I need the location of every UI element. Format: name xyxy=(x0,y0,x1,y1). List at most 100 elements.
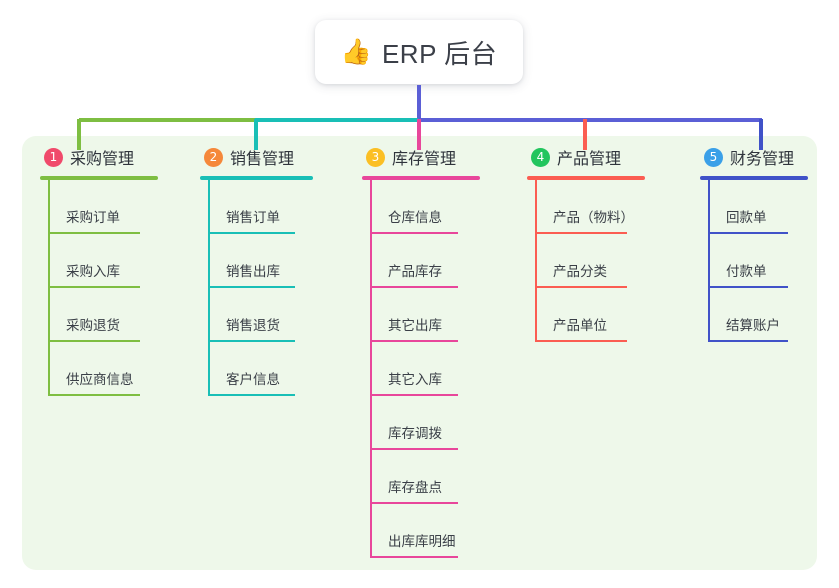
leaf-node[interactable]: 库存盘点 xyxy=(362,450,480,504)
leaf-node[interactable]: 销售订单 xyxy=(200,180,313,234)
leaf-node-rule xyxy=(370,394,458,396)
leaf-node-rule xyxy=(48,340,140,342)
column-3: 3 库存管理仓库信息产品库存其它出库其它入库库存调拨库存盘点出库库明细 xyxy=(362,144,480,558)
column-badge-5: 5 xyxy=(704,147,723,167)
leaf-node[interactable]: 产品库存 xyxy=(362,234,480,288)
column-header-rule-3 xyxy=(362,176,480,180)
column-header-5[interactable]: 5 财务管理 xyxy=(700,144,808,170)
column-header-rule-1 xyxy=(40,176,158,180)
leaf-node-rule xyxy=(48,286,140,288)
column-title-4: 产品管理 xyxy=(557,151,622,168)
leaf-node-rule xyxy=(370,556,458,558)
column-stem-1 xyxy=(48,180,50,396)
column-header-rule-2 xyxy=(200,176,313,180)
column-header-4[interactable]: 4 产品管理 xyxy=(527,144,645,170)
leaf-node-label: 客户信息 xyxy=(226,372,280,387)
leaf-node-rule xyxy=(370,232,458,234)
leaf-node[interactable]: 采购入库 xyxy=(40,234,158,288)
leaf-node-label: 供应商信息 xyxy=(66,372,134,387)
root-node-label: ERP 后台 xyxy=(381,38,498,69)
root-node-erp-backend[interactable]: 👍 ERP 后台 xyxy=(315,20,523,84)
leaf-node-label: 采购入库 xyxy=(66,264,120,279)
leaf-node[interactable]: 库存调拨 xyxy=(362,396,480,450)
leaf-node[interactable]: 付款单 xyxy=(700,234,808,288)
leaf-node-rule xyxy=(535,340,627,342)
leaf-node-label: 仓库信息 xyxy=(388,210,442,225)
leaf-node-label: 库存盘点 xyxy=(388,480,442,495)
column-header-rule-5 xyxy=(700,176,808,180)
column-2: 2 销售管理销售订单销售出库销售退货客户信息 xyxy=(200,144,313,396)
leaf-node-label: 其它入库 xyxy=(388,372,442,387)
leaf-node[interactable]: 仓库信息 xyxy=(362,180,480,234)
leaf-node-rule xyxy=(370,502,458,504)
leaf-node[interactable]: 出库库明细 xyxy=(362,504,480,558)
leaf-node-rule xyxy=(208,394,295,396)
leaf-node-label: 销售订单 xyxy=(226,210,280,225)
leaf-node-label: 产品单位 xyxy=(553,318,607,333)
leaf-node-label: 其它出库 xyxy=(388,318,442,333)
column-items-1: 采购订单采购入库采购退货供应商信息 xyxy=(40,180,158,396)
leaf-node-rule xyxy=(708,340,788,342)
leaf-node-label: 产品库存 xyxy=(388,264,442,279)
diagram-background-panel xyxy=(22,136,817,570)
leaf-node[interactable]: 其它出库 xyxy=(362,288,480,342)
column-header-rule-4 xyxy=(527,176,645,180)
column-items-5: 回款单付款单结算账户 xyxy=(700,180,808,342)
leaf-node-label: 产品（物料） xyxy=(553,210,634,225)
column-badge-1: 1 xyxy=(44,147,63,167)
leaf-node[interactable]: 回款单 xyxy=(700,180,808,234)
leaf-node[interactable]: 结算账户 xyxy=(700,288,808,342)
thumbs-up-icon: 👍 xyxy=(340,37,372,66)
column-stem-2 xyxy=(208,180,210,396)
leaf-node[interactable]: 销售出库 xyxy=(200,234,313,288)
column-stem-4 xyxy=(535,180,537,342)
leaf-node-rule xyxy=(208,286,295,288)
leaf-node-rule xyxy=(708,232,788,234)
leaf-node-rule xyxy=(208,340,295,342)
leaf-node-label: 销售退货 xyxy=(226,318,280,333)
leaf-node-label: 采购订单 xyxy=(66,210,120,225)
leaf-node-rule xyxy=(48,232,140,234)
column-title-5: 财务管理 xyxy=(730,151,795,168)
leaf-node-rule xyxy=(370,340,458,342)
leaf-node-label: 库存调拨 xyxy=(388,426,442,441)
leaf-node[interactable]: 产品（物料） xyxy=(527,180,645,234)
leaf-node-label: 销售出库 xyxy=(226,264,280,279)
column-items-3: 仓库信息产品库存其它出库其它入库库存调拨库存盘点出库库明细 xyxy=(362,180,480,558)
leaf-node-rule xyxy=(370,286,458,288)
leaf-node[interactable]: 供应商信息 xyxy=(40,342,158,396)
leaf-node-label: 产品分类 xyxy=(553,264,607,279)
column-header-2[interactable]: 2 销售管理 xyxy=(200,144,313,170)
leaf-node-label: 结算账户 xyxy=(726,318,780,333)
column-items-4: 产品（物料） 产品分类产品单位 xyxy=(527,180,645,342)
column-badge-2: 2 xyxy=(204,147,223,167)
leaf-node-rule xyxy=(535,286,627,288)
leaf-node[interactable]: 采购退货 xyxy=(40,288,158,342)
leaf-node-label: 采购退货 xyxy=(66,318,120,333)
column-title-2: 销售管理 xyxy=(230,151,295,168)
column-5: 5 财务管理回款单付款单结算账户 xyxy=(700,144,808,342)
column-title-3: 库存管理 xyxy=(392,151,457,168)
leaf-node[interactable]: 采购订单 xyxy=(40,180,158,234)
leaf-node-rule xyxy=(535,232,627,234)
column-4: 4 产品管理产品（物料） 产品分类产品单位 xyxy=(527,144,645,342)
leaf-node[interactable]: 客户信息 xyxy=(200,342,313,396)
column-badge-4: 4 xyxy=(531,147,550,167)
leaf-node-rule xyxy=(48,394,140,396)
leaf-node[interactable]: 产品单位 xyxy=(527,288,645,342)
leaf-node-label: 回款单 xyxy=(726,210,767,225)
leaf-node-rule xyxy=(370,448,458,450)
column-items-2: 销售订单销售出库销售退货客户信息 xyxy=(200,180,313,396)
leaf-node[interactable]: 销售退货 xyxy=(200,288,313,342)
leaf-node-label: 出库库明细 xyxy=(388,534,456,549)
column-stem-3 xyxy=(370,180,372,558)
column-badge-3: 3 xyxy=(366,147,385,167)
leaf-node[interactable]: 其它入库 xyxy=(362,342,480,396)
column-header-3[interactable]: 3 库存管理 xyxy=(362,144,480,170)
leaf-node[interactable]: 产品分类 xyxy=(527,234,645,288)
column-stem-5 xyxy=(708,180,710,342)
leaf-node-rule xyxy=(708,286,788,288)
